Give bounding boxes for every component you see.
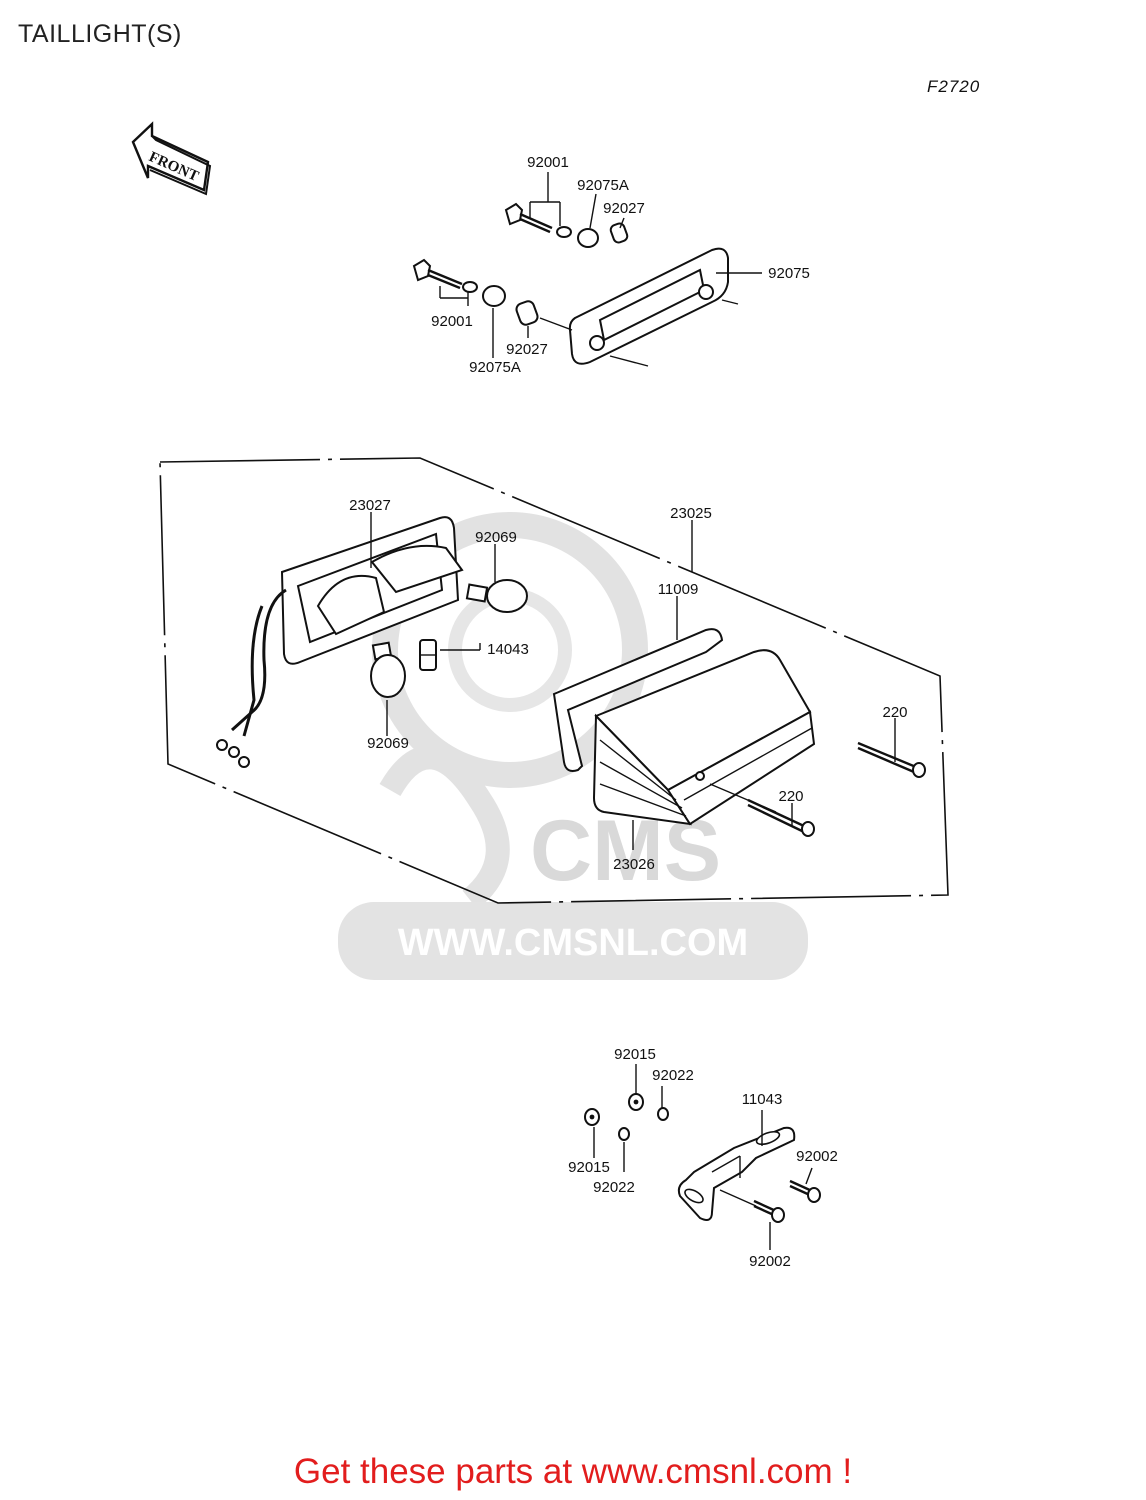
callout-92075: 92075 — [768, 265, 810, 282]
front-arrow-icon: FRONT — [131, 121, 212, 196]
promo-banner-link[interactable]: Get these parts at www.cmsnl.com ! — [293, 1452, 853, 1491]
callout-92069-upper: 92069 — [475, 529, 517, 546]
plate-assembly — [412, 172, 762, 367]
callout-92001-lower: 92001 — [431, 313, 473, 330]
callout-92002-upper: 92002 — [796, 1148, 838, 1165]
callout-14043: 14043 — [487, 641, 529, 658]
callout-92022-lower: 92022 — [593, 1179, 635, 1196]
callout-92015-lower: 92015 — [568, 1159, 610, 1176]
callout-11009: 11009 — [658, 581, 699, 598]
callout-92027-upper: 92027 — [603, 200, 645, 217]
watermark: CMS WWW.CMSNL.COM — [338, 512, 808, 980]
parts-diagram: CMS WWW.CMSNL.COM FRONT — [131, 121, 949, 1270]
lamp-assembly — [159, 457, 949, 904]
callout-92075a-upper: 92075A — [577, 177, 629, 194]
callout-23025: 23025 — [670, 505, 712, 522]
callout-92022-upper: 92022 — [652, 1067, 694, 1084]
callout-92002-lower: 92002 — [749, 1253, 791, 1270]
callout-11043: 11043 — [742, 1091, 783, 1108]
page-title: TAILLIGHT(S) — [18, 20, 182, 48]
callout-23026: 23026 — [613, 856, 655, 873]
callout-220-lower: 220 — [778, 788, 803, 805]
callout-92015-upper: 92015 — [614, 1046, 656, 1063]
diagram-code: F2720 — [927, 77, 981, 96]
callout-23027: 23027 — [349, 497, 391, 514]
watermark-url: WWW.CMSNL.COM — [398, 922, 748, 964]
callout-92027-lower: 92027 — [506, 341, 548, 358]
callouts: 92001 92075A 92027 92075 92001 92027 920… — [349, 154, 907, 1270]
bulb-upper-icon — [465, 579, 528, 613]
callout-92001-upper: 92001 — [527, 154, 569, 171]
bracket-assembly — [584, 1064, 821, 1250]
bulb-lower-icon — [370, 641, 406, 698]
callout-220-upper: 220 — [882, 704, 907, 721]
callout-92069-lower: 92069 — [367, 735, 409, 752]
callout-92075a-lower: 92075A — [469, 359, 521, 376]
